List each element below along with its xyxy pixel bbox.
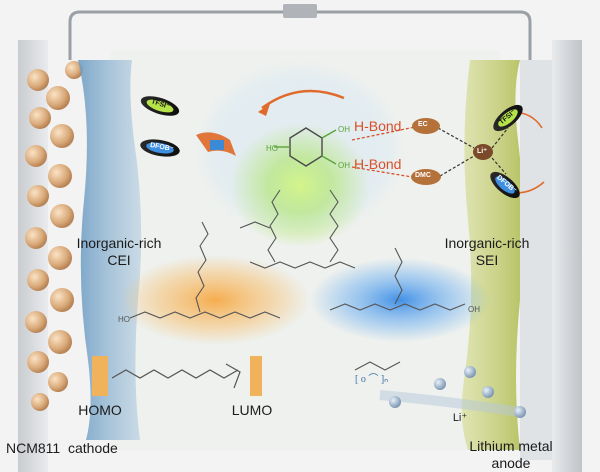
orange-homo-cloud bbox=[120, 255, 310, 345]
blue-lumo-cloud bbox=[310, 258, 490, 342]
right-dfob-pill bbox=[490, 171, 520, 199]
sei-label: Inorganic-rich SEI bbox=[444, 235, 530, 268]
blue-haze bbox=[205, 70, 395, 230]
li-center-label: Li⁺ bbox=[477, 148, 487, 155]
chain-end-label: HO bbox=[118, 315, 130, 324]
left-dfob-pill bbox=[140, 139, 180, 157]
anode-label: Lithium metal anode bbox=[469, 438, 553, 471]
cei-layer bbox=[78, 60, 142, 440]
hbond-line-ec bbox=[351, 126, 416, 141]
cathode-label: NCM811 cathode bbox=[6, 440, 118, 456]
li-dfob-bond bbox=[491, 157, 507, 175]
li-ion-center bbox=[473, 144, 493, 160]
li-ec-bond bbox=[437, 127, 475, 149]
chain-end-label-right: OH bbox=[468, 305, 480, 314]
linker-chain bbox=[111, 369, 239, 379]
lumo-end-group bbox=[225, 363, 241, 389]
right-tfsi-pill bbox=[493, 104, 523, 132]
hydroxyl-label-top: OH bbox=[338, 125, 350, 134]
hydroxyl-label-bottom: OH bbox=[338, 161, 350, 170]
homo-label: HOMO bbox=[78, 402, 122, 418]
li-plus-label: Li⁺ bbox=[452, 412, 468, 424]
hydroxyl-label-left: HO bbox=[266, 144, 278, 153]
cathode-particles bbox=[25, 61, 83, 411]
homo-block bbox=[92, 356, 108, 396]
left-tfsi-pill bbox=[140, 96, 180, 116]
ec-label: EC bbox=[418, 121, 428, 128]
hbond-label-ec: H-Bond bbox=[354, 118, 402, 134]
polymer-chains bbox=[129, 189, 466, 371]
rotation-arrow-head bbox=[258, 104, 270, 116]
lithium-metal bbox=[520, 60, 552, 460]
anion-coordinator-core bbox=[210, 140, 224, 150]
circuit-load-block bbox=[283, 4, 317, 18]
hbond-line-dmc bbox=[351, 166, 413, 178]
dmc-molecule bbox=[411, 169, 441, 185]
li-ion-spheres bbox=[379, 366, 526, 418]
dmc-label: DMC bbox=[415, 172, 431, 179]
li-dmc-bond bbox=[439, 155, 475, 177]
aromatic-ring-molecule bbox=[274, 127, 337, 167]
peo-repeat-unit: [ o ⌒ ]ₙ bbox=[355, 373, 388, 385]
li-tfsi-bond bbox=[491, 127, 509, 149]
cei-label: Inorganic-rich CEI bbox=[76, 235, 162, 268]
ec-molecule bbox=[412, 118, 440, 134]
right-casing bbox=[552, 40, 582, 472]
hbond-label-dmc: H-Bond bbox=[354, 156, 402, 172]
rotation-arrow bbox=[261, 89, 345, 110]
lumo-label: LUMO bbox=[231, 402, 273, 418]
lumo-block bbox=[250, 356, 262, 396]
